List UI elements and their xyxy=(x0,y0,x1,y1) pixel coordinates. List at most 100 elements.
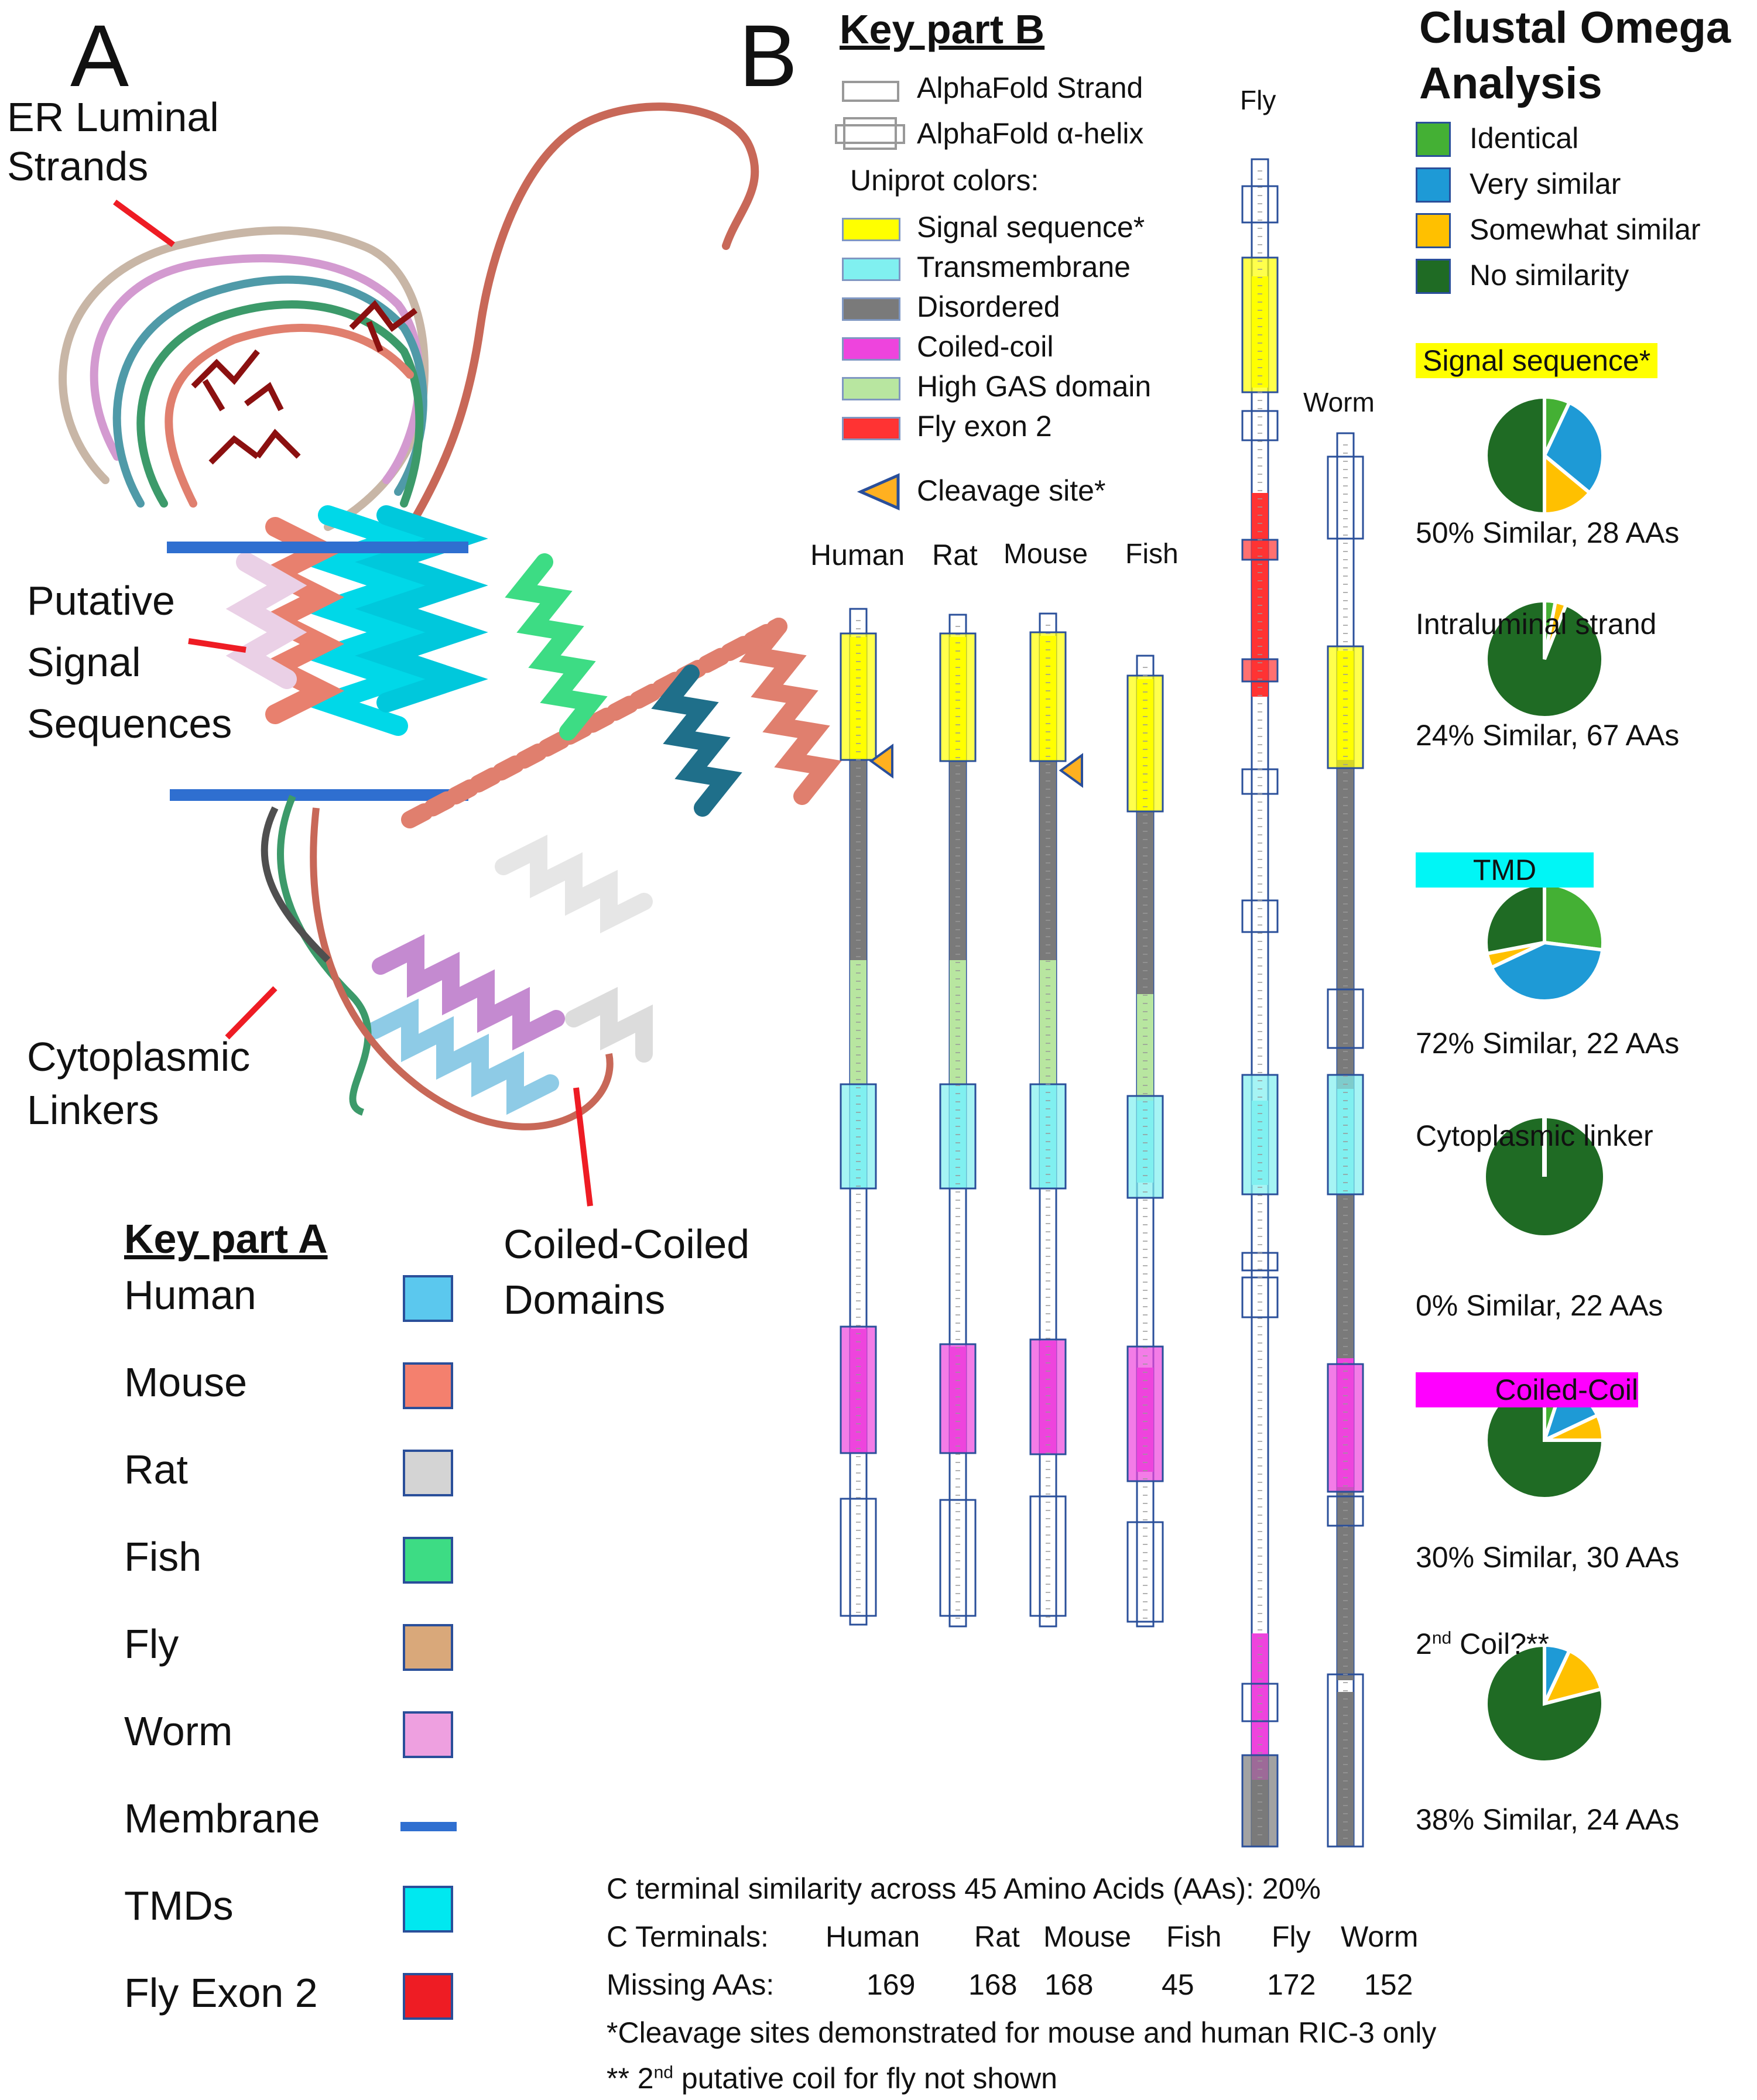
helix-box xyxy=(1029,1338,1067,1455)
c-terminal-species: Human xyxy=(826,1920,920,1953)
footnote-cleavage: *Cleavage sites demonstrated for mouse a… xyxy=(607,2016,1437,2049)
key-a-swatch xyxy=(403,1973,453,2020)
membrane-swatch xyxy=(400,1822,457,1831)
clustal-title: Clustal Omega Analysis xyxy=(1419,0,1731,111)
clustal-region-heading: Coiled-Coil xyxy=(1416,1372,1638,1407)
c-terminal-species: Worm xyxy=(1341,1920,1419,1953)
helix-box xyxy=(1126,1521,1164,1623)
region-segment xyxy=(1337,1692,1354,1847)
c-terminal-similarity: C terminal similarity across 45 Amino Ac… xyxy=(607,1872,1321,1905)
helix-box xyxy=(939,1343,977,1454)
pie-slice xyxy=(1484,1643,1605,1764)
helix-box xyxy=(1241,1754,1279,1848)
c-terminals-label: C Terminals: xyxy=(607,1920,769,1953)
missing-aa-count: 168 xyxy=(968,1968,1018,2001)
helix-box xyxy=(1241,256,1279,393)
similarity-pie xyxy=(1484,395,1605,516)
key-b-helix: AlphaFold α-helix xyxy=(917,117,1144,150)
pie-slice xyxy=(1489,940,1605,1003)
footnote-second-coil: ** 2nd putative coil for fly not shown xyxy=(607,2061,1057,2096)
c-terminal-species: Rat xyxy=(974,1920,1020,1953)
helix-box xyxy=(1327,455,1364,540)
key-a-label: Worm xyxy=(124,1708,233,1754)
panel-b-letter: B xyxy=(739,6,798,105)
key-a-label: Human xyxy=(124,1272,256,1318)
label-er-luminal: ER Luminal Strands xyxy=(7,93,219,191)
region-segment xyxy=(1337,1194,1354,1358)
clustal-region-heading: TMD xyxy=(1416,852,1594,888)
helix-box xyxy=(840,632,877,761)
key-b-swatch xyxy=(842,218,900,241)
sequence-column xyxy=(840,608,893,1626)
missing-aa-count: 168 xyxy=(1044,1968,1094,2001)
pie-slice xyxy=(1543,882,1605,952)
key-b-color-label: Fly exon 2 xyxy=(917,410,1052,443)
key-a-title: Key part A xyxy=(124,1216,328,1262)
sequence-column xyxy=(1126,655,1164,1628)
clustal-region-caption: 30% Similar, 30 AAs xyxy=(1416,1541,1680,1574)
region-segment xyxy=(950,960,966,1084)
key-b-color-label: High GAS domain xyxy=(917,370,1152,403)
clustal-legend-swatch xyxy=(1416,213,1451,248)
heading-sup: nd xyxy=(1431,1628,1452,1648)
heading-part: Coil?** xyxy=(1451,1628,1549,1660)
helix-box xyxy=(1241,185,1279,224)
missing-aa-count: 45 xyxy=(1162,1968,1194,2001)
cleavage-site-marker xyxy=(1059,753,1083,788)
clustal-legend-swatch xyxy=(1416,259,1451,294)
helix-box xyxy=(939,1499,977,1617)
key-b-swatch xyxy=(842,297,900,321)
pie-slice xyxy=(1543,451,1592,516)
helix-icon xyxy=(843,117,897,150)
similarity-pie xyxy=(1484,598,1605,720)
key-b-color-label: Signal sequence* xyxy=(917,211,1145,244)
label-line: Linkers xyxy=(27,1087,159,1133)
sequence-column xyxy=(1241,158,1279,1848)
similarity-pie xyxy=(1484,1643,1605,1764)
clustal-region-heading: Intraluminal strand xyxy=(1416,608,1657,640)
clustal-title-line: Clustal Omega xyxy=(1419,3,1731,53)
helix-box xyxy=(1241,1683,1279,1722)
missing-aa-count: 169 xyxy=(866,1968,916,2001)
missing-aa-count: 152 xyxy=(1364,1968,1413,2001)
clustal-legend-swatch xyxy=(1416,122,1451,157)
key-b-color-label: Coiled-coil xyxy=(917,330,1054,363)
key-a-swatch xyxy=(403,1711,453,1758)
key-b-swatch xyxy=(842,258,900,281)
key-a-label: Fish xyxy=(124,1534,202,1580)
clustal-region-caption: 50% Similar, 28 AAs xyxy=(1416,516,1680,549)
pie-slice xyxy=(1541,1648,1604,1707)
helix-box xyxy=(1029,631,1067,762)
key-b-swatch xyxy=(842,417,900,440)
helix-box xyxy=(1327,1363,1364,1493)
label-line: Strands xyxy=(7,143,149,189)
helix-box xyxy=(939,632,977,762)
sequence-column xyxy=(1029,612,1083,1628)
similarity-pie xyxy=(1484,882,1605,1003)
key-a-swatch xyxy=(403,1537,453,1584)
key-b-uniprot-heading: Uniprot colors: xyxy=(850,164,1039,197)
key-a-swatch xyxy=(403,1624,453,1671)
key-b-color-label: Disordered xyxy=(917,290,1060,323)
sequence-column xyxy=(1327,432,1364,1848)
species-label-worm: Worm xyxy=(1303,387,1375,417)
species-label-mouse: Mouse xyxy=(1003,539,1088,570)
helix-box xyxy=(1241,1074,1279,1195)
label-coiled-domains: Coiled-Coiled Domains xyxy=(504,1217,749,1327)
strand-icon xyxy=(842,81,899,102)
species-label-human: Human xyxy=(810,539,905,571)
region-segment xyxy=(1137,811,1153,994)
region-segment xyxy=(1040,960,1056,1084)
key-a-swatch xyxy=(403,1362,453,1409)
c-terminal-species: Fly xyxy=(1272,1920,1311,1953)
clustal-region-caption: 72% Similar, 22 AAs xyxy=(1416,1027,1680,1060)
c-terminal-species: Fish xyxy=(1166,1920,1222,1953)
panel-a-letter: A xyxy=(70,6,129,105)
key-a-label: Rat xyxy=(124,1447,188,1492)
clustal-region-caption: 0% Similar, 22 AAs xyxy=(1416,1289,1663,1322)
label-line: Putative xyxy=(27,578,175,624)
missing-aa-count: 172 xyxy=(1267,1968,1316,2001)
